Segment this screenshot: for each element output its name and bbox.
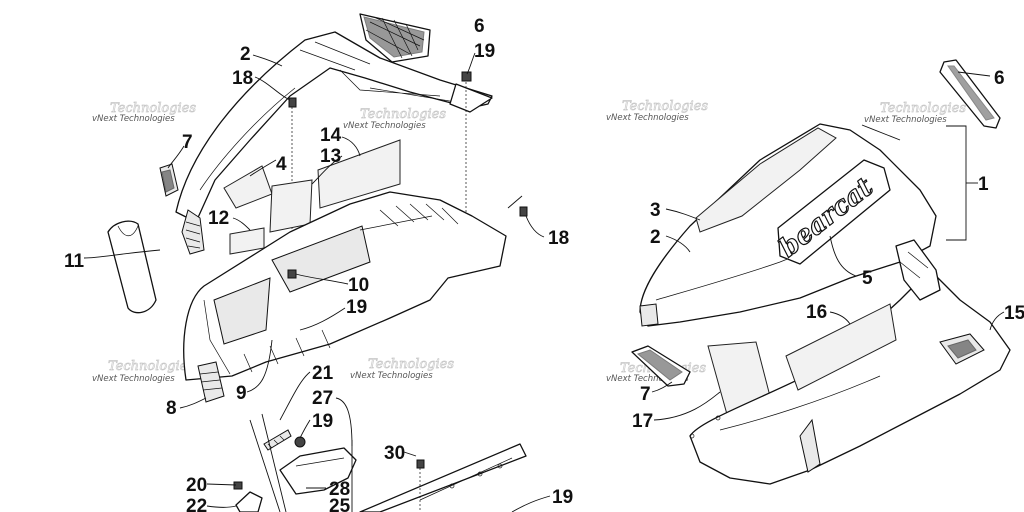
decal-part-14	[317, 139, 401, 209]
bolt-part-30	[416, 459, 425, 512]
leader-lines-left	[83, 52, 551, 512]
callout-2-right: 2	[650, 227, 661, 248]
callout-9: 9	[236, 383, 247, 404]
right-assembled-view: bearcat	[631, 59, 1024, 485]
callout-1: 1	[978, 174, 989, 195]
hood-lower-frame-part-9	[183, 191, 507, 403]
screw-part-20	[233, 481, 243, 490]
watermark-text: vNext Technologies	[606, 113, 689, 123]
callout-15: 15	[1004, 303, 1024, 324]
watermark-1: Technologies vNext Technologies	[92, 101, 197, 124]
watermark-text: vNext Technologies	[864, 115, 947, 125]
watermark-ghost: Technologies	[880, 101, 966, 116]
assembly-bracket-1	[946, 125, 978, 241]
callout-17: 17	[632, 411, 653, 432]
callout-10: 10	[348, 275, 369, 296]
lower-pan-part-15	[689, 239, 1011, 485]
vent-part-6-right	[939, 59, 1001, 129]
callout-4: 4	[276, 154, 287, 175]
leader-lines-right	[651, 71, 1005, 421]
watermark-ghost: Technologies	[108, 359, 194, 374]
left-exploded-view: 6 19 2 18 7 14 4 13 12 11 18 10 19 8 9 2…	[64, 13, 573, 512]
callout-5: 5	[862, 268, 873, 289]
strip-part-21	[263, 429, 292, 451]
callout-6-right: 6	[994, 68, 1005, 89]
light-lens-part-7-right	[631, 345, 691, 387]
callout-12: 12	[208, 208, 229, 229]
sleeve-part-11	[107, 220, 157, 314]
callout-19: 19	[474, 41, 495, 62]
watermark-4: Technologies vNext Technologies	[350, 357, 455, 381]
callout-14: 14	[320, 125, 342, 146]
watermark-text: vNext Technologies	[92, 374, 175, 384]
decal-part-4	[223, 165, 273, 209]
callout-18-right: 18	[548, 228, 569, 249]
screw-part-18-right	[519, 206, 528, 217]
watermark-text: vNext Technologies	[350, 371, 433, 381]
hood-upper-assembly-part-2: bearcat	[639, 123, 937, 327]
callout-28: 28	[329, 479, 350, 500]
callout-16: 16	[806, 302, 827, 323]
nut-part-19-lower	[294, 436, 306, 448]
callout-30: 30	[384, 443, 405, 464]
watermark-ghost: Technologies	[368, 357, 454, 372]
mount-bracket	[449, 83, 493, 113]
callout-27: 27	[312, 388, 333, 409]
callout-7-right: 7	[640, 384, 651, 405]
callouts-left: 6 19 2 18 7 14 4 13 12 11 18 10 19 8 9 2…	[64, 16, 573, 512]
callout-25: 25	[329, 496, 351, 512]
watermark-ghost: Technologies	[622, 99, 708, 114]
callout-22: 22	[186, 496, 207, 512]
watermark-text: vNext Technologies	[606, 374, 689, 384]
light-lens-part-7-left	[159, 163, 179, 197]
vent-grille-part-6	[359, 13, 431, 63]
rail-part-bottom	[359, 443, 527, 512]
callout-21: 21	[312, 363, 334, 384]
callout-18: 18	[232, 68, 253, 89]
nut-part-19-center	[287, 269, 297, 279]
watermark-6: Technologies vNext Technologies	[864, 101, 967, 125]
callout-19-bottom: 19	[552, 487, 573, 508]
bracket-part-22	[235, 491, 263, 512]
watermark-ghost: Technologies	[110, 101, 196, 116]
watermark-2: Technologies vNext Technologies	[343, 107, 447, 131]
watermark-text: vNext Technologies	[92, 114, 175, 124]
callouts-right: 6 1 3 2 5 16 15 7 17	[632, 68, 1024, 432]
callout-7: 7	[182, 132, 193, 153]
watermark-ghost: Technologies	[360, 107, 446, 122]
watermark-3: Technologies vNext Technologies	[92, 359, 195, 384]
callout-19-lower: 19	[312, 411, 333, 432]
watermark-text: vNext Technologies	[343, 121, 426, 131]
watermark-5: Technologies vNext Technologies	[606, 99, 709, 123]
callout-3: 3	[650, 200, 661, 221]
hood-upper-shell-part-2	[175, 31, 493, 255]
decal-part-12	[229, 227, 265, 255]
callout-20: 20	[186, 475, 207, 496]
callout-19-center: 19	[346, 297, 367, 318]
callout-6: 6	[474, 16, 485, 37]
callout-2: 2	[240, 44, 251, 65]
callout-13: 13	[320, 146, 341, 167]
nut-part-19-top	[461, 71, 472, 215]
callout-8: 8	[166, 398, 177, 419]
callout-11: 11	[64, 251, 85, 272]
